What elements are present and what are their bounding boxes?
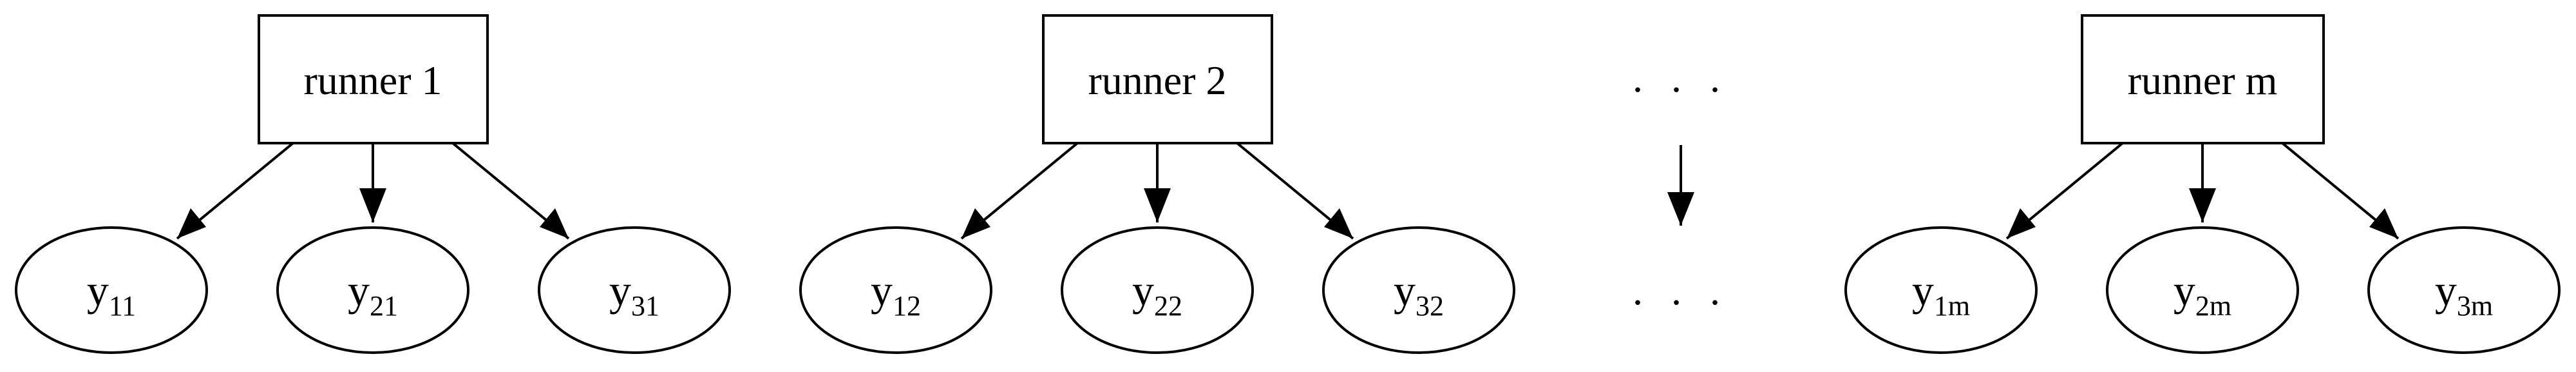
leaf-node-y32 [1322, 226, 1515, 354]
arrowhead-y22 [1144, 188, 1171, 222]
leaf-node-y22 [1061, 226, 1254, 354]
runner-m-node [2081, 14, 2325, 144]
arrowhead-y31 [540, 208, 569, 239]
leaf-node-y1m [1844, 226, 2038, 354]
arrowhead-y12 [961, 208, 990, 239]
ellipsis-bottom: . . . [1633, 268, 1729, 313]
leaf-label-y22: y22 [1132, 266, 1182, 322]
group-runner-2: runner 2 y12 y22 y32 [799, 14, 1515, 354]
leaf-label-y31: y31 [609, 266, 659, 322]
leaf-node-y21 [276, 226, 469, 354]
leaf-label-y1m: y1m [1912, 266, 1970, 322]
leaf-label-y3m: y3m [2435, 266, 2493, 322]
ellipsis-top: . . . [1633, 55, 1729, 101]
arrowhead-y32 [1324, 208, 1353, 239]
group-runner-1: runner 1 y11 y21 y31 [15, 14, 731, 354]
leaf-node-y11 [15, 226, 208, 354]
arrowhead-y3m [2369, 208, 2398, 239]
leaf-node-y2m [2106, 226, 2299, 354]
runner-2-node [1042, 14, 1273, 144]
runner-1-node [258, 14, 489, 144]
leaf-label-y11: y11 [87, 266, 136, 322]
runner-2-label: runner 2 [1088, 57, 1226, 103]
ellipsis-column: . . . . . . [1633, 55, 1729, 313]
runner-1-label: runner 1 [303, 57, 442, 103]
leaf-label-y2m: y2m [2174, 266, 2231, 322]
arrowhead-ellipsis [1667, 192, 1694, 226]
arrowhead-y11 [177, 208, 206, 239]
leaf-node-y3m [2367, 226, 2561, 354]
leaf-label-y12: y12 [871, 266, 921, 322]
runner-m-label: runner m [2128, 57, 2278, 103]
arrowhead-y21 [359, 188, 386, 222]
arrowhead-y2m [2189, 188, 2216, 222]
leaf-node-y12 [799, 226, 992, 354]
arrowhead-y1m [2007, 208, 2036, 239]
group-runner-m: runner m y1m y2m y3m [1844, 14, 2561, 354]
leaf-node-y31 [538, 226, 731, 354]
leaf-label-y32: y32 [1394, 266, 1444, 322]
leaf-label-y21: y21 [348, 266, 398, 322]
